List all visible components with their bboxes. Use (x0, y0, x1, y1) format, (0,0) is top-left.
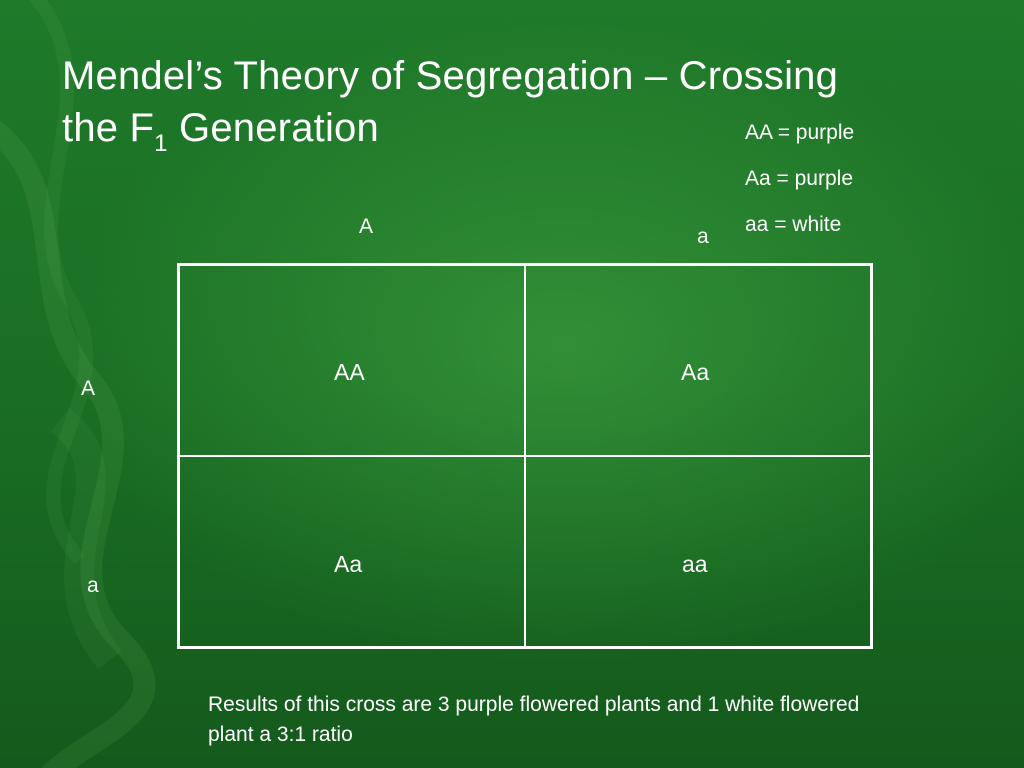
slide-title: Mendel’s Theory of Segregation – Crossin… (62, 50, 962, 157)
punnett-cell: Aa (334, 551, 363, 577)
punnett-grid-lines (177, 263, 873, 649)
top-allele-label: A (359, 215, 374, 238)
legend-item: AA = purple (745, 121, 855, 144)
punnett-cell: aa (682, 551, 708, 577)
legend-item: Aa = purple (745, 167, 853, 190)
side-allele-label: a (87, 574, 99, 597)
side-allele-label: A (81, 377, 96, 400)
results-text: Results of this cross are 3 purple flowe… (208, 693, 860, 746)
slide-title-line2-prefix: the F (62, 106, 155, 150)
punnett-cell: AA (334, 359, 365, 385)
legend-item: aa = white (745, 213, 842, 236)
slide-title-line2-suffix: Generation (167, 106, 379, 150)
slide-title-subscript: 1 (154, 130, 168, 157)
top-allele-label: a (697, 225, 709, 248)
punnett-cell: Aa (681, 359, 710, 385)
slide-title-line1: Mendel’s Theory of Segregation – Crossin… (62, 54, 839, 98)
punnett-square: AA Aa Aa aa (177, 263, 873, 649)
